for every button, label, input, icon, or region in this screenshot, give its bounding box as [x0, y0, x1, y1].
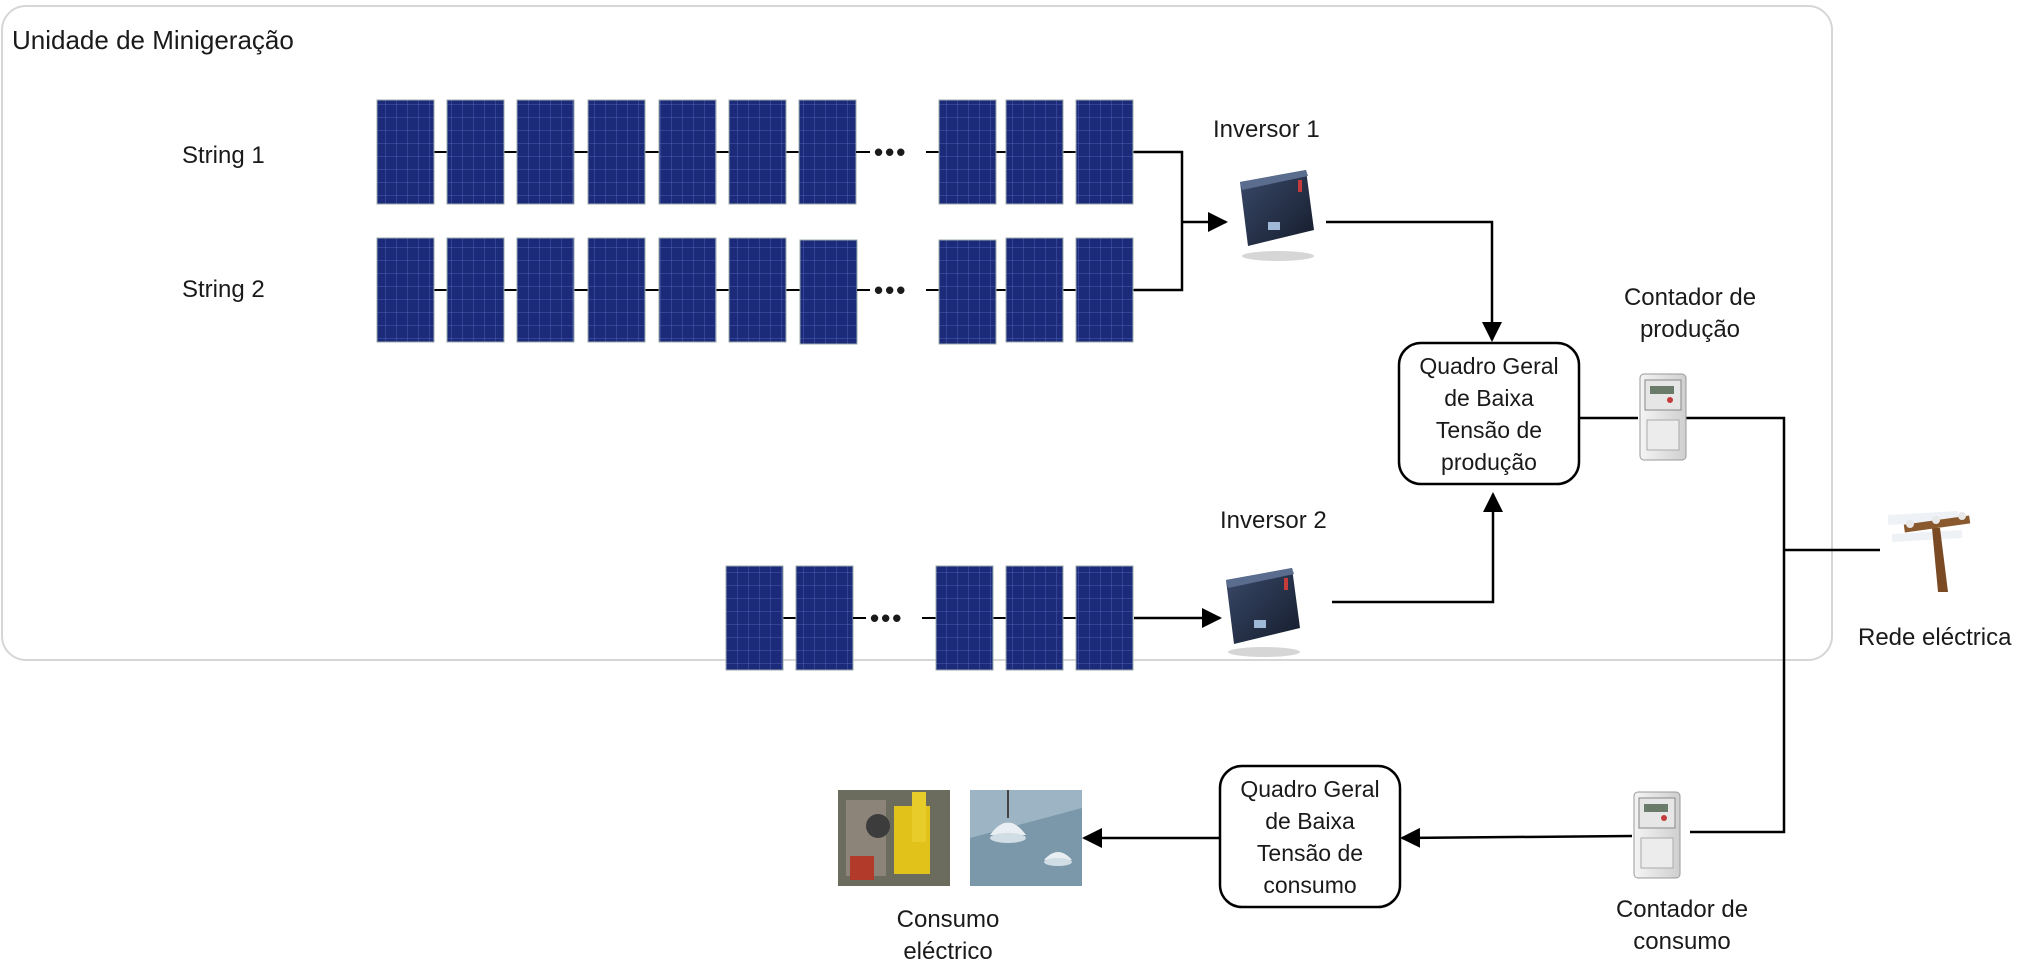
energy-meter-icon [1639, 373, 1687, 461]
solar-panel-icon [587, 99, 646, 205]
ellipsis-string-2: ••• [874, 275, 908, 305]
connection-lines [1082, 150, 1880, 848]
production-switchboard-label: Quadro Geral de Baixa Tensão de produção [1419, 353, 1559, 475]
inverter-1-label: Inversor 1 [1213, 116, 1320, 143]
ellipsis-inverter-2: ••• [870, 603, 904, 633]
solar-panel-icon [938, 99, 997, 205]
solar-panel-icon [446, 237, 505, 343]
lighting-photo [970, 790, 1082, 886]
consumption-switchboard-label: Quadro Geral de Baixa Tensão de consumo [1240, 776, 1380, 898]
consumption-meter-label: Contador de consumo [1615, 896, 1749, 955]
solar-panel-icon [376, 99, 435, 205]
solar-panel-icon [728, 99, 787, 205]
solar-panel-icon [376, 237, 435, 343]
production-meter-label: Contador de produção [1623, 284, 1757, 343]
solar-panel-icon [1005, 565, 1064, 671]
solar-panel-icon [799, 239, 858, 345]
consumption-switchboard-box [1218, 764, 1402, 909]
solar-panel-icon [1075, 565, 1134, 671]
power-pole-icon [1887, 511, 1971, 592]
region-title: Unidade de Minigeração [12, 25, 294, 55]
solar-panel-icon [1005, 237, 1064, 343]
inverter-icon [1240, 170, 1314, 261]
solar-panel-icon [516, 99, 575, 205]
industrial-photo [838, 790, 950, 886]
solar-panel-icon [795, 565, 854, 671]
ellipsis-string-1: ••• [874, 137, 908, 167]
solar-panel-icon [1075, 99, 1134, 205]
solar-panel-icon [728, 237, 787, 343]
string-1-label: String 1 [182, 142, 265, 169]
solar-panel-icon [516, 237, 575, 343]
inverter-2-label: Inversor 2 [1220, 507, 1327, 534]
solar-panel-icon [658, 99, 717, 205]
solar-panel-icon [1005, 99, 1064, 205]
string-1-panels [376, 99, 1135, 205]
solar-panel-icon [798, 99, 857, 205]
solar-panel-icon [935, 565, 994, 671]
solar-panel-icon [446, 99, 505, 205]
production-switchboard-box [1397, 341, 1581, 486]
minigeneration-unit-region [1, 5, 1833, 661]
string-2-label: String 2 [182, 276, 265, 303]
string-2-panels [376, 237, 1135, 345]
consumption-label: Consumo eléctrico [896, 906, 1000, 965]
solar-panel-icon [1075, 237, 1134, 343]
energy-meter-icon [1633, 791, 1681, 879]
solar-panel-icon [587, 237, 646, 343]
solar-panel-icon [725, 565, 784, 671]
grid-label: Rede eléctrica [1858, 624, 2012, 651]
inverter-2-panels [725, 565, 1134, 671]
solar-panel-icon [658, 237, 717, 343]
inverter-icon [1226, 568, 1300, 657]
solar-panel-icon [938, 239, 997, 345]
